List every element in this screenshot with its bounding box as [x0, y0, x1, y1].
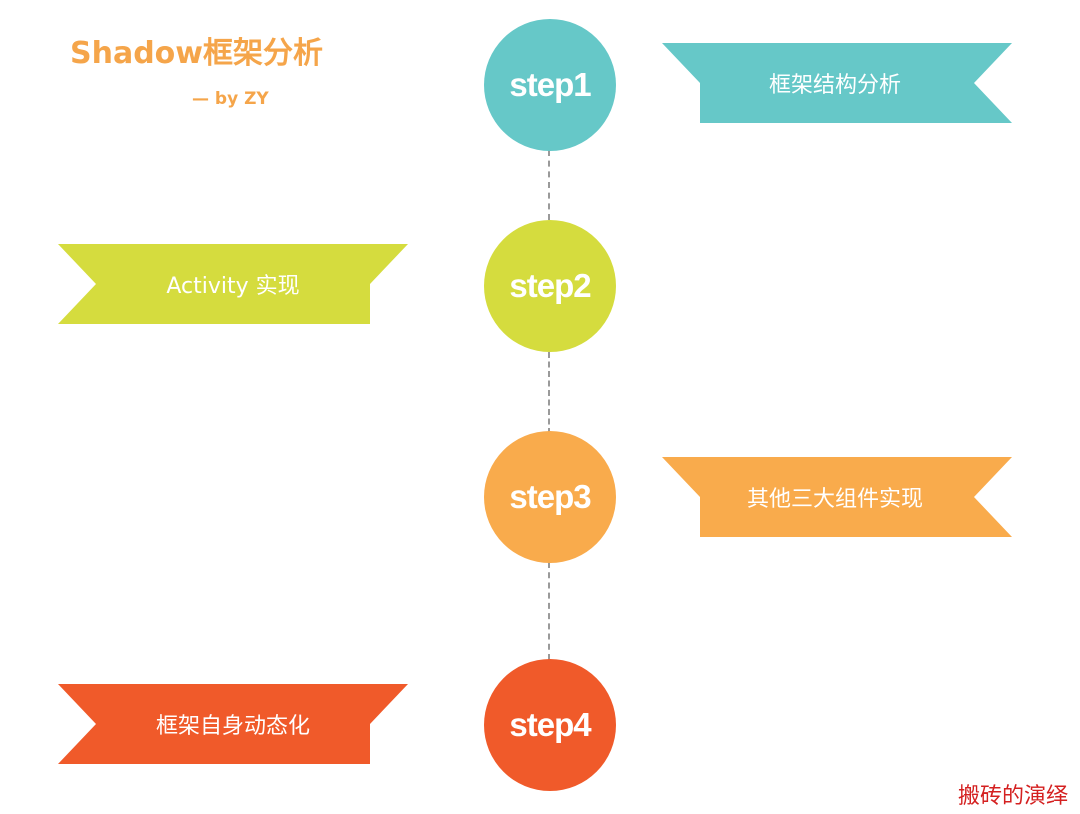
- step-circle-label: step1: [509, 66, 591, 103]
- step-circle-3: step3: [484, 431, 616, 563]
- ribbon-text: Activity 实现: [166, 274, 300, 299]
- ribbon-text: 框架自身动态化: [155, 714, 310, 739]
- page-title: Shadow框架分析: [70, 36, 324, 71]
- step-circle-2: step2: [484, 220, 616, 352]
- step-circle-label: step2: [509, 267, 591, 304]
- watermark-text: 搬砖的演绎: [957, 784, 1068, 809]
- ribbon-shape: [58, 244, 408, 324]
- author-subtitle: — by ZY: [192, 89, 269, 109]
- timeline-connector: [548, 150, 550, 220]
- step-ribbon-1: 框架结构分析: [662, 43, 1012, 123]
- ribbon-fill: [662, 43, 1012, 123]
- ribbon-shape: [662, 43, 1012, 123]
- ribbon-text: 框架结构分析: [768, 73, 901, 98]
- ribbon-shape: [58, 684, 408, 764]
- timeline-connector: [548, 352, 550, 434]
- ribbon-fill: [58, 684, 408, 764]
- step-ribbon-4: 框架自身动态化: [58, 684, 408, 764]
- step-circle-label: step3: [509, 478, 591, 515]
- timeline-connector: [548, 562, 550, 660]
- step-ribbon-3: 其他三大组件实现: [662, 457, 1012, 537]
- ribbon-shape: [662, 457, 1012, 537]
- step-circle-label: step4: [509, 706, 591, 743]
- step-circle-1: step1: [484, 19, 616, 151]
- ribbon-fill: [662, 457, 1012, 537]
- ribbon-fill: [58, 244, 408, 324]
- ribbon-text: 其他三大组件实现: [746, 487, 923, 512]
- step-ribbon-2: Activity 实现: [58, 244, 408, 324]
- step-circle-4: step4: [484, 659, 616, 791]
